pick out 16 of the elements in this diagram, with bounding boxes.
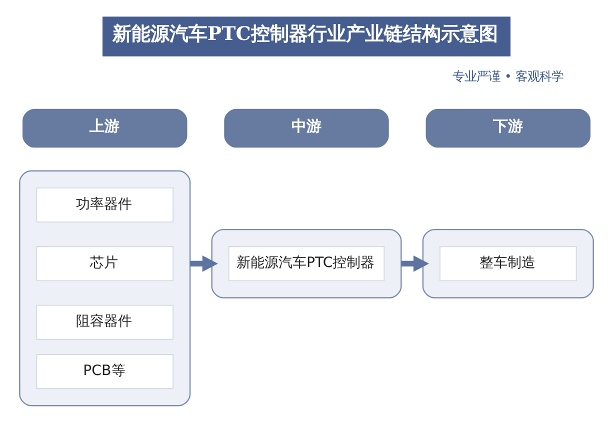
node-box: 整车制造 [440, 246, 577, 282]
node-box: 上游 [22, 108, 188, 148]
cluster [19, 170, 191, 406]
node-box: 下游 [426, 108, 590, 148]
diagram-title: 新能源汽车PTC控制器行业产业链结构示意图 [112, 23, 498, 46]
node-box: 阻容器件 [36, 304, 174, 340]
node-box: 新能源汽车PTC控制器 [228, 246, 385, 282]
node-box: 芯片 [36, 246, 174, 282]
node-box: 功率器件 [36, 187, 174, 222]
node-box: 中游 [224, 108, 389, 148]
node-box: PCB等 [36, 354, 174, 390]
cluster [422, 228, 594, 298]
arrow [190, 255, 218, 272]
label: 专业严谨 • 客观科学 [452, 69, 564, 84]
cluster [211, 228, 402, 298]
arrow [401, 255, 430, 272]
